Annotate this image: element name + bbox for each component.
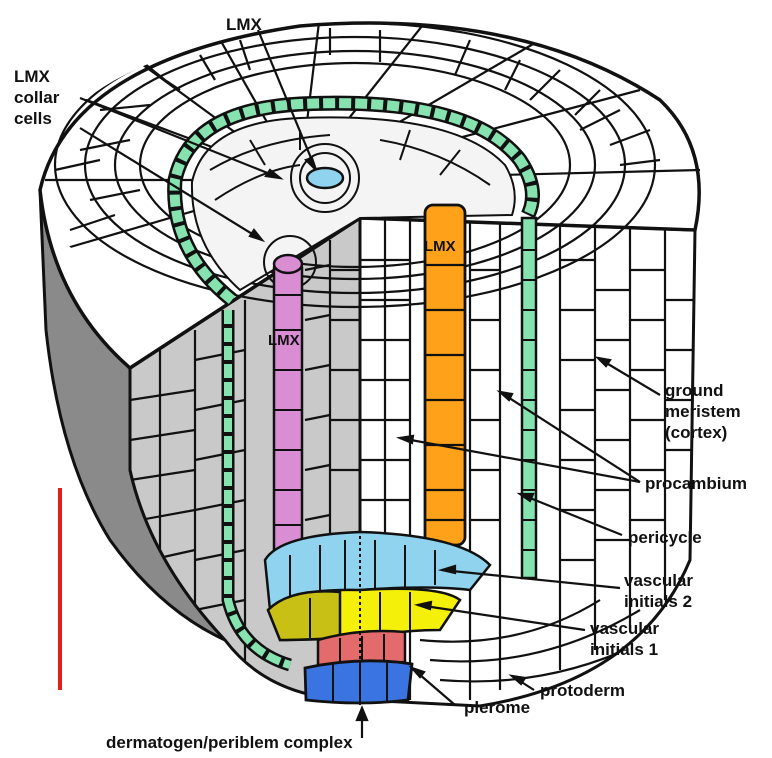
label-lmx-collar-cells: LMX collar cells [14,66,94,129]
label-lmx-orange: LMX [424,236,456,257]
lmx-blue-cell [307,168,343,188]
label-ground-meristem-line3: (cortex) [665,422,765,443]
label-lmx-collar-line3: cells [14,108,94,129]
label-vascular-initials-1-line1: vascular [590,618,700,639]
label-procambium: procambium [645,473,747,494]
label-lmx-collar-line1: LMX [14,66,94,87]
label-ground-meristem-line2: meristem [665,401,765,422]
label-vascular-initials-1-line2: initials 1 [590,639,700,660]
label-ground-meristem: ground meristem (cortex) [665,380,765,443]
label-lmx-pink: LMX [268,330,300,351]
dermatogen-region [305,661,412,703]
label-lmx-collar-line2: collar [14,87,94,108]
label-vascular-initials-2: vascular initials 2 [624,570,734,612]
label-protoderm: protoderm [540,680,625,701]
label-vascular-initials-2-line1: vascular [624,570,734,591]
label-plerome: plerome [464,697,530,718]
label-vascular-initials-2-line2: initials 2 [624,591,734,612]
pericycle-right [522,218,536,578]
label-dermatogen-periblem: dermatogen/periblem complex [106,732,353,753]
label-vascular-initials-1: vascular initials 1 [590,618,700,660]
label-ground-meristem-line1: ground [665,380,765,401]
lmx-pink-column [274,255,302,562]
label-pericycle: pericycle [628,527,702,548]
label-lmx-top: LMX [226,14,262,35]
